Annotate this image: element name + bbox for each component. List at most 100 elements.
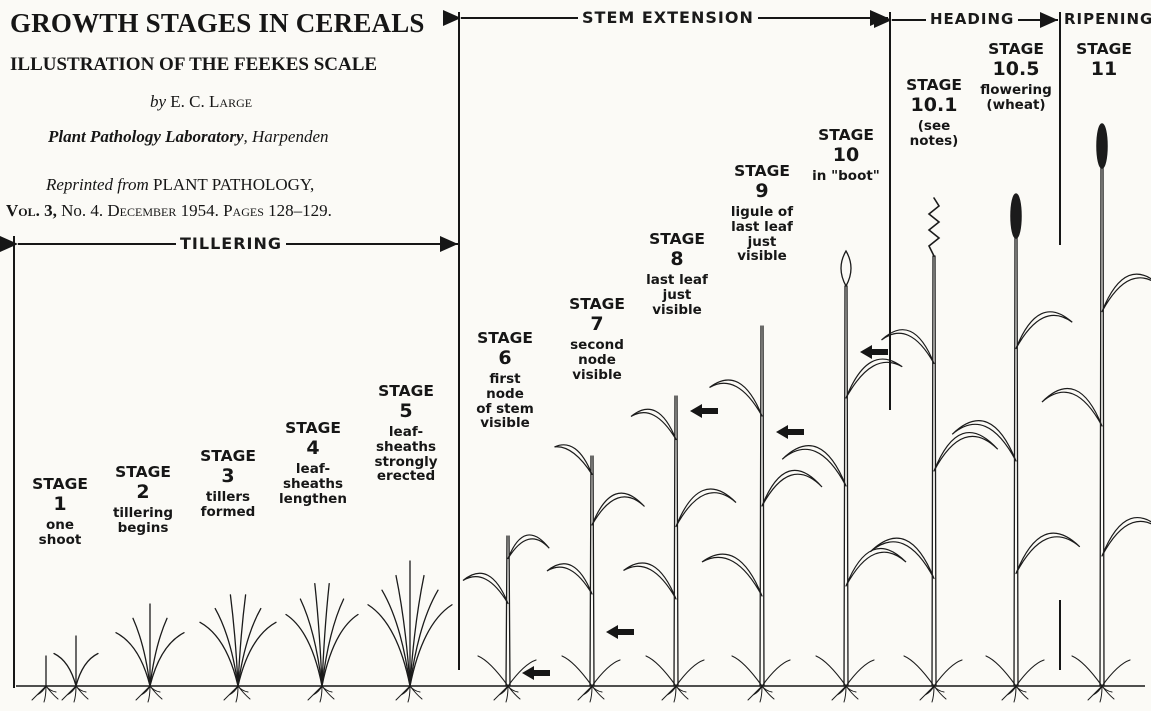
stage-description-line: (see: [906, 119, 962, 134]
roots: [662, 686, 688, 702]
boot: [841, 251, 851, 286]
roots: [494, 686, 520, 702]
stage-word: STAGE: [200, 448, 256, 465]
stage-description-line: in "boot": [812, 169, 880, 184]
stage-number: 6: [476, 348, 534, 369]
stage-word: STAGE: [646, 231, 708, 248]
leaf: [702, 554, 762, 596]
volume: Vol. 3,: [6, 201, 57, 220]
basal-leaves: [986, 656, 1044, 686]
stage-description-line: visible: [476, 416, 534, 431]
page-title: GROWTH STAGES IN CEREALS: [10, 8, 425, 39]
leaf: [631, 409, 676, 439]
leaf: [934, 433, 998, 471]
roots: [748, 686, 774, 702]
leaf: [952, 421, 1016, 461]
phase-ripening: RIPENING: [1062, 10, 1151, 28]
stage-word: STAGE: [906, 77, 962, 94]
leaf: [463, 573, 508, 603]
stage-description-line: begins: [113, 521, 173, 536]
blade: [410, 605, 452, 686]
byline: by E. C. Large: [150, 92, 252, 112]
leaf: [1016, 312, 1072, 349]
stage-number: 4: [279, 438, 347, 459]
stage-description-line: second: [569, 338, 625, 353]
blade: [368, 605, 410, 686]
phase-tillering: TILLERING: [176, 234, 286, 253]
roots: [578, 686, 604, 702]
leaf: [1102, 518, 1151, 556]
stage-number: 2: [113, 482, 173, 503]
leaf: [555, 445, 593, 475]
stage-description-line: just: [731, 235, 793, 250]
stage-description-line: visible: [731, 249, 793, 264]
stage-number: 7: [569, 314, 625, 335]
blade: [76, 654, 98, 687]
stem: [590, 456, 594, 686]
stage-2: STAGE2tilleringbegins: [113, 464, 173, 536]
stage-description-line: one: [32, 518, 88, 533]
stage-description-line: last leaf: [646, 273, 708, 288]
blade: [150, 633, 184, 686]
stage-number: 3: [200, 466, 256, 487]
stage-number: 8: [646, 249, 708, 270]
ear-head: [1097, 124, 1107, 168]
roots: [308, 686, 334, 702]
roots: [62, 686, 88, 702]
roots: [1002, 686, 1028, 702]
stage-description-line: strongly: [374, 455, 437, 470]
ear: [929, 198, 939, 256]
stage-word: STAGE: [113, 464, 173, 481]
stage-description-line: tillers: [200, 490, 256, 505]
ear-head: [1011, 194, 1021, 238]
reprint-journal: PLANT PATHOLOGY,: [153, 175, 314, 194]
reprint-line: Reprinted from PLANT PATHOLOGY,: [46, 175, 314, 195]
laboratory: Plant Pathology Laboratory, Harpenden: [48, 127, 328, 147]
node-arrows: [522, 345, 888, 680]
page-subtitle: ILLUSTRATION OF THE FEEKES SCALE: [10, 54, 377, 76]
node-arrow: [522, 666, 550, 680]
leaf: [1016, 533, 1080, 573]
blade: [54, 654, 76, 687]
leaf: [508, 535, 549, 559]
stage-description-line: (wheat): [980, 98, 1051, 113]
node-arrow: [606, 625, 634, 639]
roots: [224, 686, 250, 702]
leaf: [846, 549, 906, 587]
stage-word: STAGE: [476, 330, 534, 347]
stage-description-line: leaf-: [374, 425, 437, 440]
roots: [32, 686, 58, 702]
byline-by: by: [150, 92, 166, 111]
stage-word: STAGE: [980, 41, 1051, 58]
stage-number: 11: [1076, 59, 1132, 80]
stage-word: STAGE: [812, 127, 880, 144]
node-arrow: [860, 345, 888, 359]
stage-description-line: erected: [374, 469, 437, 484]
phase-stem-extension: STEM EXTENSION: [578, 8, 758, 27]
basal-leaves: [904, 656, 962, 686]
leaf: [846, 359, 902, 398]
stage-description-line: last leaf: [731, 220, 793, 235]
node-arrow: [690, 404, 718, 418]
basal-leaves: [1072, 656, 1130, 686]
stage-number: 5: [374, 401, 437, 422]
leaf: [1102, 274, 1151, 312]
roots: [832, 686, 858, 702]
stage-description-line: sheaths: [279, 477, 347, 492]
stage-7: STAGE7secondnodevisible: [569, 296, 625, 382]
stage-description-line: visible: [646, 303, 708, 318]
stage-number: 10.1: [906, 95, 962, 116]
stage-description-line: leaf-: [279, 462, 347, 477]
stage-3: STAGE3tillersformed: [200, 448, 256, 520]
stage-10: STAGE10in "boot": [812, 127, 880, 184]
basal-leaves: [646, 656, 704, 686]
leaf: [762, 470, 822, 506]
stage-description-line: visible: [569, 368, 625, 383]
